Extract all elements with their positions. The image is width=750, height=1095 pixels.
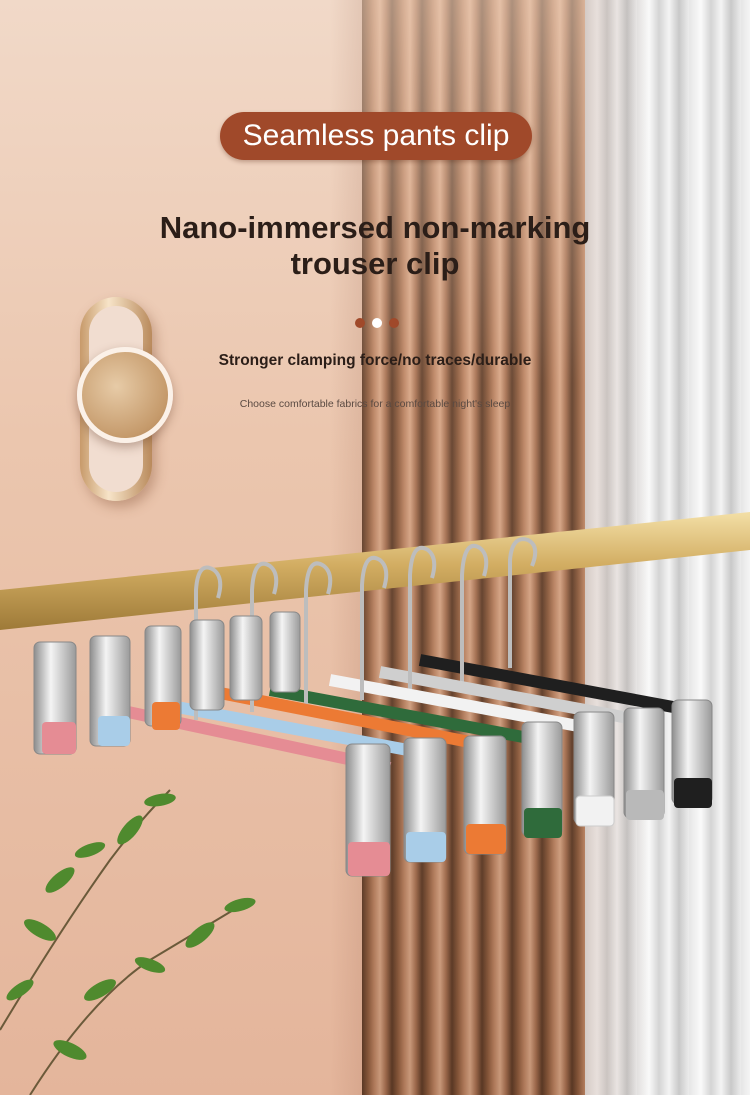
plant-branch [0,789,256,1095]
wall-switch-knob [77,347,173,443]
hanger-pink [98,565,392,877]
dot-icon [355,318,365,328]
hanger-green [268,555,563,838]
feature-caption: Choose comfortable fabrics for a comfort… [239,398,511,410]
headline-line-2: trouser clip [290,246,460,281]
product-title-pill: Seamless pants clip [220,112,532,160]
left-clip-group [33,611,301,755]
hanger-orange [213,561,507,855]
headline-line-1: Nano-immersed non-marking [159,210,591,245]
gold-clothes-rod [0,512,750,630]
peach-wall-background [0,0,372,1095]
hanger-black [418,537,713,808]
dot-icon [372,318,382,328]
hanger-blue [148,561,447,863]
feature-subheadline: Stronger clamping force/no traces/durabl… [218,352,532,369]
decorative-dots [355,318,399,328]
product-headline: Nano-immersed non-marking trouser clip [100,210,650,282]
dot-icon [389,318,399,328]
